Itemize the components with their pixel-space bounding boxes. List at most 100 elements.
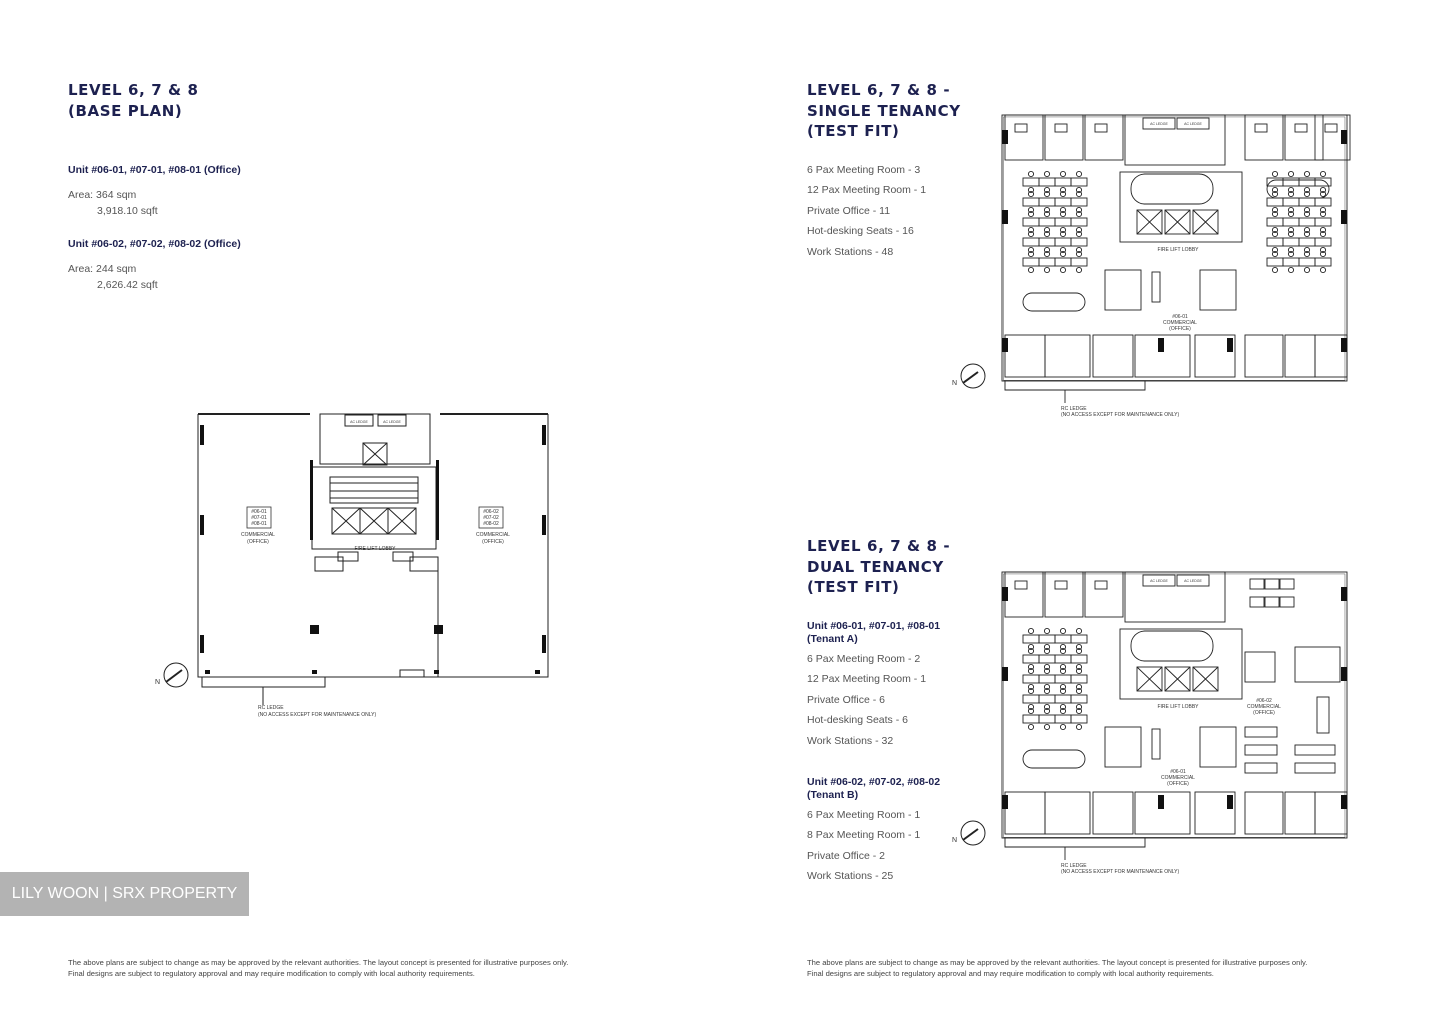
plan-line [1075,226,1083,234]
plan-line [1070,694,1088,704]
plan-line [1043,210,1051,218]
plan-line [1059,230,1067,238]
plan-line [1341,210,1347,224]
plan-line [1022,257,1040,267]
base-plan-title: LEVEL 6, 7 & 8 (BASE PLAN) [68,80,199,121]
heading-line: (Tenant B) [807,789,859,801]
plan-line [1199,726,1237,768]
plan-line [1314,334,1348,378]
plan-line [1043,643,1051,651]
watermark: LILY WOON | SRX PROPERTY [0,872,249,916]
plan-line [1271,186,1279,194]
plan-line [1022,674,1040,684]
plan-line [1282,177,1300,187]
plan-line [1022,292,1086,312]
rc-ledge-label: RC LEDGE [1061,863,1087,869]
plan-line [1124,114,1226,166]
plan-line [1075,210,1083,218]
plan-line [1192,666,1219,692]
plan-line [1130,630,1214,662]
unit-label: #08-01 [251,521,267,527]
plan-line [1043,190,1051,198]
disclaimer-line: The above plans are subject to change as… [68,958,569,967]
plan-line [1022,237,1040,247]
plan-line [1075,667,1083,675]
disclaimer-line: The above plans are subject to change as… [807,958,1308,967]
plan-line [1043,707,1051,715]
plan-line [1043,687,1051,695]
plan-line [1303,170,1311,178]
plan-line [1244,744,1278,756]
plan-line [1027,723,1035,731]
plan-line [1070,634,1088,644]
plan-line [1271,266,1279,274]
use-label: (OFFICE) [1169,326,1191,332]
plan-line [1271,226,1279,234]
plan-line [1199,269,1237,311]
plan-line [1303,226,1311,234]
plan-line [1070,257,1088,267]
ac-ledge-label: AC LEDGE [1150,122,1168,126]
svg-text:N: N [952,837,957,844]
plan-line [1266,257,1284,267]
plan-line [1027,683,1035,691]
disclaimer: The above plans are subject to change as… [68,957,568,979]
plan-line [1271,246,1279,254]
plan-line [1341,587,1347,601]
title-line: (TEST FIT) [807,122,900,140]
plan-line [1319,170,1327,178]
plan-line [1136,209,1163,235]
plan-line [1227,795,1233,809]
plan-line [1341,667,1347,681]
plan-line [1264,578,1280,590]
plan-line [1298,177,1316,187]
plan-line [1271,230,1279,238]
plan-line [1164,666,1191,692]
ac-ledge-label: AC LEDGE [383,420,401,424]
plan-line [1271,210,1279,218]
plan-line [1054,694,1072,704]
unit-label: #06-01 [1170,769,1186,775]
use-label: (OFFICE) [1167,781,1189,787]
plan-line [1027,226,1035,234]
plan-line [1043,683,1051,691]
plan-line [1192,209,1219,235]
plan-line [1038,197,1056,207]
plan-line [1043,250,1051,258]
plan-line [1075,687,1083,695]
plan-line [1059,663,1067,671]
plan-line [1075,230,1083,238]
feature-item: Private Office - 2 [807,849,886,862]
plan-line [1271,250,1279,258]
title-line: LEVEL 6, 7 & 8 - [807,537,951,555]
plan-line [1027,246,1035,254]
plan-line [1043,647,1051,655]
plan-line [1192,666,1219,692]
plan-line [1075,170,1083,178]
plan-line [1104,269,1142,311]
plan-line [1059,210,1067,218]
plan-line [1294,123,1308,133]
plan-line [1271,190,1279,198]
plan-line [1027,190,1035,198]
plan-line [1054,634,1072,644]
plan-line [1043,186,1051,194]
title-line: (TEST FIT) [807,578,900,596]
plan-line [1287,190,1295,198]
plan-line [1038,217,1056,227]
plan-line [1044,791,1091,835]
heading-line: Unit #06-01, #07-01, #08-01 [807,620,941,632]
plan-line [1151,271,1161,303]
plan-line [1027,643,1035,651]
lobby-label: FIRE LIFT LOBBY [1157,704,1199,710]
plan-line [1314,237,1332,247]
plan-line [1054,580,1068,590]
plan-line [1151,728,1161,760]
plan-line [1004,571,1044,618]
plan-line [1059,643,1067,651]
plan-line [1075,723,1083,731]
plan-line [1287,230,1295,238]
unit-label: #07-01 [251,515,267,521]
plan-line [1142,574,1176,587]
plan-line [1003,116,1346,381]
